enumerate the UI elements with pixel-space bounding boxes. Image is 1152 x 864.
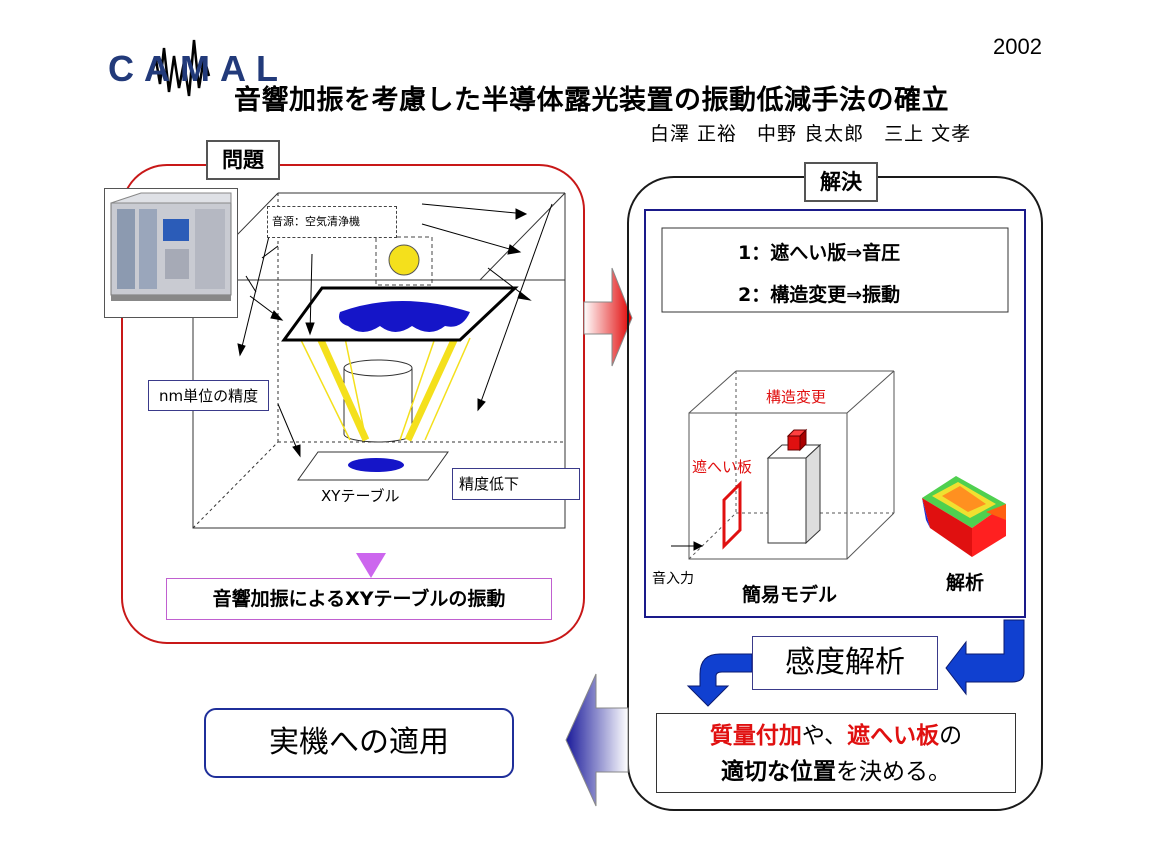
analysis-label: 解析 [946,572,985,594]
shield-plate [722,480,742,550]
sound-input-arrow [671,541,704,551]
conclusion-and: や、 [801,723,848,749]
application-box: 実機への適用 [204,708,514,778]
sound-arrows [237,203,553,458]
reticle-blob [339,301,470,332]
solution-items-box [661,227,1009,313]
logo-text: CAMAL [108,48,288,89]
simple-model-label: 簡易モデル [742,584,838,606]
analysis-cube-icon [922,476,1006,557]
sound-input-label: 音入力 [652,571,694,587]
sound-source-icon [388,244,420,276]
precision-drop-label: 精度低下 [452,468,580,500]
solution-item-2: 2：構造変更⇒振動 [738,284,901,306]
sensitivity-analysis-box: 感度解析 [752,636,938,690]
conclusion-no: の [939,723,963,749]
sound-source-frame [375,236,433,286]
solution-item-1: 1：遮へい版⇒音圧 [738,242,901,264]
xy-table-label: XYテーブル [321,487,400,505]
page-title: 音響加振を考慮した半導体露光装置の振動低減手法の確立 [234,85,949,116]
conclusion-position: 適切な位置 [721,759,836,785]
solution-inner-panel [644,209,1026,618]
year-label: 2002 [993,34,1042,59]
problem-result: 音響加振によるXYテーブルの振動 [166,578,552,620]
curved-arrow-left-icon [686,653,753,707]
right-arrow-icon [583,267,633,367]
pillar-structure [766,428,822,545]
machine-photo [104,188,238,318]
logo-icon [150,39,211,97]
conclusion-box: 質量付加や、遮へい板の 適切な位置を決める。 [656,713,1016,793]
light-beams [299,336,471,442]
conclusion-shield: 遮へい板 [847,723,940,749]
left-arrow-icon [565,673,629,807]
wafer [348,458,404,472]
solution-label: 解決 [804,162,878,202]
problem-label: 問題 [206,140,280,180]
lens-cylinder [343,359,413,443]
shield-label: 遮へい板 [692,458,753,476]
struct-change-label: 構造変更 [766,388,827,406]
curved-arrow-right-icon [945,619,1025,696]
conclusion-decide: を決める。 [836,759,951,785]
down-triangle-icon [356,553,386,578]
authors: 白澤 正裕 中野 良太郎 三上 文孝 [650,123,972,145]
nm-precision-label: nm単位の精度 [148,380,270,411]
problem-panel [121,164,585,644]
sound-source-label: 音源：空気清浄機 [267,206,397,238]
conclusion-mass: 質量付加 [709,723,802,749]
